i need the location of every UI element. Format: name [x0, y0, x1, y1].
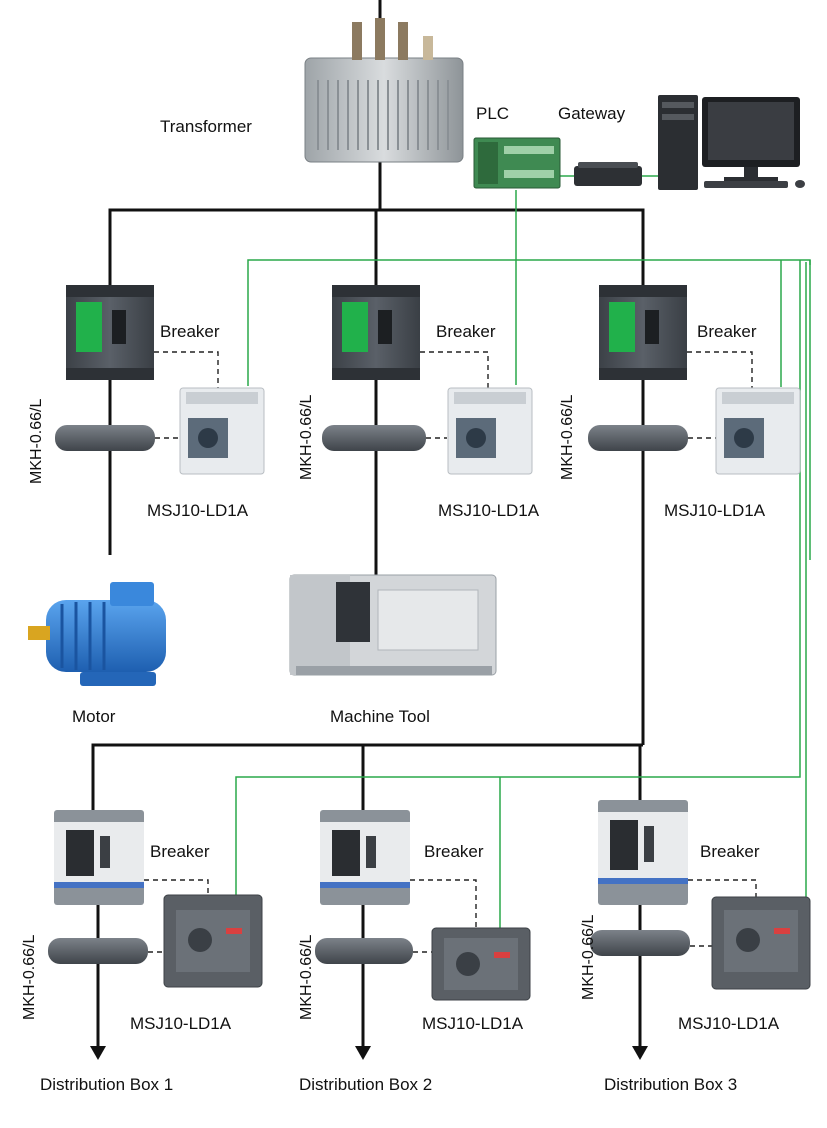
- ct-label: MKH-0.66/L: [298, 395, 315, 480]
- arrow-down-icon: [632, 1046, 648, 1060]
- breaker-icon: [598, 800, 688, 905]
- transformer-icon: [304, 18, 464, 163]
- breaker-icon: [332, 285, 420, 380]
- breaker-icon: [54, 810, 144, 905]
- relay-icon: [163, 894, 263, 988]
- current-transformer-icon: [588, 425, 688, 451]
- breaker-icon: [599, 285, 687, 380]
- plc-label: PLC: [476, 104, 509, 123]
- breaker-icon: [66, 285, 154, 380]
- machine-tool-label: Machine Tool: [330, 707, 430, 726]
- current-transformer-icon: [590, 930, 690, 956]
- current-transformer-icon: [315, 938, 413, 964]
- relay-icon: [715, 387, 801, 475]
- relay-icon: [431, 927, 531, 1001]
- breaker-label: Breaker: [697, 322, 757, 341]
- breaker-relay-link: [410, 879, 477, 928]
- breaker-label: Breaker: [436, 322, 496, 341]
- breaker-label: Breaker: [160, 322, 220, 341]
- breaker-label: Breaker: [700, 842, 760, 861]
- ct-label: MKH-0.66/L: [559, 395, 576, 480]
- distribution-box-3-label: Distribution Box 3: [604, 1075, 737, 1094]
- breaker-relay-link: [154, 351, 219, 388]
- plc-icon: [473, 137, 561, 189]
- transformer-label: Transformer: [160, 117, 252, 136]
- ct-label: MKH-0.66/L: [298, 935, 315, 1020]
- gateway-label: Gateway: [558, 104, 626, 123]
- relay-label: MSJ10-LD1A: [130, 1014, 232, 1033]
- ct-label: MKH-0.66/L: [580, 915, 597, 1000]
- motor-label: Motor: [72, 707, 116, 726]
- relay-label: MSJ10-LD1A: [678, 1014, 780, 1033]
- computer-icon: [658, 95, 805, 190]
- arrow-down-icon: [355, 1046, 371, 1060]
- signal-bus-bottom: [235, 260, 801, 895]
- distribution-box-1-label: Distribution Box 1: [40, 1075, 173, 1094]
- arrow-down-icon: [90, 1046, 106, 1060]
- breaker-relay-link: [144, 879, 209, 895]
- current-transformer-icon: [55, 425, 155, 451]
- relay6-signal-line: [790, 262, 807, 901]
- relay-icon: [179, 387, 265, 475]
- current-transformer-icon: [48, 938, 148, 964]
- motor-icon: [28, 582, 166, 686]
- relay-icon: [711, 896, 811, 990]
- gateway-icon: [574, 162, 642, 186]
- distribution-box-2-label: Distribution Box 2: [299, 1075, 432, 1094]
- breaker-relay-link: [688, 879, 757, 897]
- relay-icon: [447, 387, 533, 475]
- ct-label: MKH-0.66/L: [21, 935, 38, 1020]
- relay-label: MSJ10-LD1A: [147, 501, 249, 520]
- breaker-relay-link: [687, 351, 753, 388]
- relay-label: MSJ10-LD1A: [664, 501, 766, 520]
- arrows: [90, 1046, 648, 1060]
- breaker-relay-link: [420, 351, 489, 388]
- breaker-label: Breaker: [150, 842, 210, 861]
- machine-tool-icon: [289, 574, 497, 676]
- power-lines: [91, 0, 645, 1048]
- breaker-label: Breaker: [424, 842, 484, 861]
- relay-label: MSJ10-LD1A: [438, 501, 540, 520]
- ct-label: MKH-0.66/L: [28, 399, 45, 484]
- relay-label: MSJ10-LD1A: [422, 1014, 524, 1033]
- current-transformer-icon: [322, 425, 426, 451]
- breaker-icon: [320, 810, 410, 905]
- secondary-busbar: [91, 743, 643, 810]
